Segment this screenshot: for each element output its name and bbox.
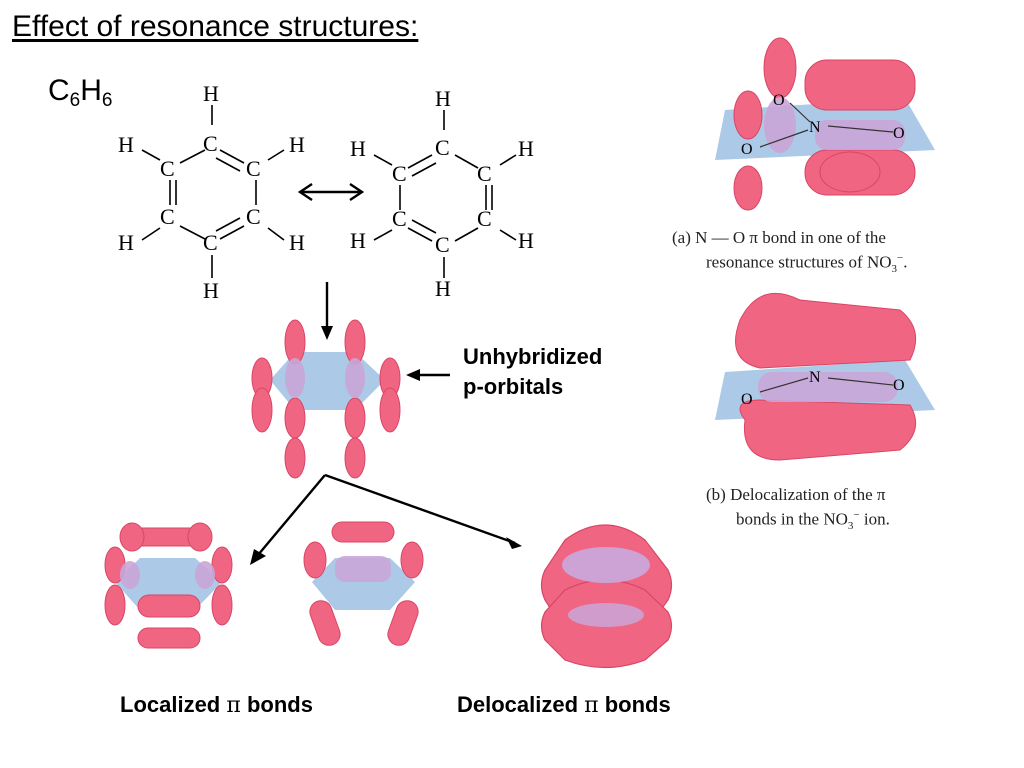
svg-text:H: H	[435, 86, 451, 111]
localized-pi-bonds-label: Localized π bonds	[120, 692, 313, 718]
svg-text:O: O	[741, 141, 753, 158]
svg-text:C: C	[246, 156, 261, 181]
svg-text:O: O	[893, 125, 905, 142]
svg-text:O: O	[773, 92, 785, 109]
svg-text:C: C	[203, 230, 218, 255]
split-arrows	[250, 473, 522, 565]
svg-text:C: C	[160, 204, 175, 229]
benzene-formula: C6H6	[48, 74, 113, 111]
svg-text:C: C	[246, 204, 261, 229]
svg-text:C: C	[203, 131, 218, 156]
nitrate-delocalized-model: N O O	[715, 292, 935, 461]
svg-text:H: H	[518, 228, 534, 253]
p-orbital-pointer-arrow	[406, 369, 450, 381]
delocalized-pi-model	[540, 524, 673, 669]
localized-pi-model-1	[104, 522, 233, 649]
svg-text:H: H	[203, 81, 219, 106]
nitrate-localized-model: O N O O	[715, 37, 935, 211]
localized-pi-model-2	[303, 521, 424, 646]
svg-text:H: H	[118, 230, 134, 255]
svg-text:C: C	[435, 232, 450, 257]
svg-text:O: O	[893, 377, 905, 394]
svg-text:H: H	[203, 278, 219, 303]
caption-b: (b) Delocalization of the π bonds in the…	[706, 485, 890, 533]
benzene-2-atoms: H C C C C C C H H H H H	[350, 86, 534, 301]
down-arrow	[321, 282, 333, 340]
svg-text:H: H	[350, 136, 366, 161]
svg-text:N: N	[809, 369, 821, 386]
svg-text:H: H	[289, 132, 305, 157]
benzene-kekule-1	[141, 105, 285, 278]
svg-text:H: H	[518, 136, 534, 161]
svg-text:H: H	[350, 228, 366, 253]
svg-text:C: C	[392, 206, 407, 231]
svg-text:C: C	[160, 156, 175, 181]
svg-text:C: C	[477, 206, 492, 231]
delocalized-pi-bonds-label: Delocalized π bonds	[457, 692, 671, 718]
caption-a: (a) N — O π bond in one of the resonance…	[672, 228, 908, 276]
benzene-1-atoms: H C C C C C C H H H H H	[118, 81, 305, 303]
unhybridized-p-orbitals-label: Unhybridized p-orbitals	[463, 344, 603, 399]
svg-text:N: N	[809, 119, 821, 136]
svg-text:H: H	[289, 230, 305, 255]
resonance-arrow	[297, 183, 365, 201]
svg-text:O: O	[741, 391, 753, 408]
svg-text:C: C	[392, 161, 407, 186]
svg-text:H: H	[118, 132, 134, 157]
svg-text:C: C	[477, 161, 492, 186]
p-orbital-model	[251, 319, 401, 479]
svg-text:C: C	[435, 135, 450, 160]
benzene-kekule-2	[373, 110, 517, 278]
page-title: Effect of resonance structures:	[12, 10, 419, 43]
svg-text:H: H	[435, 276, 451, 301]
